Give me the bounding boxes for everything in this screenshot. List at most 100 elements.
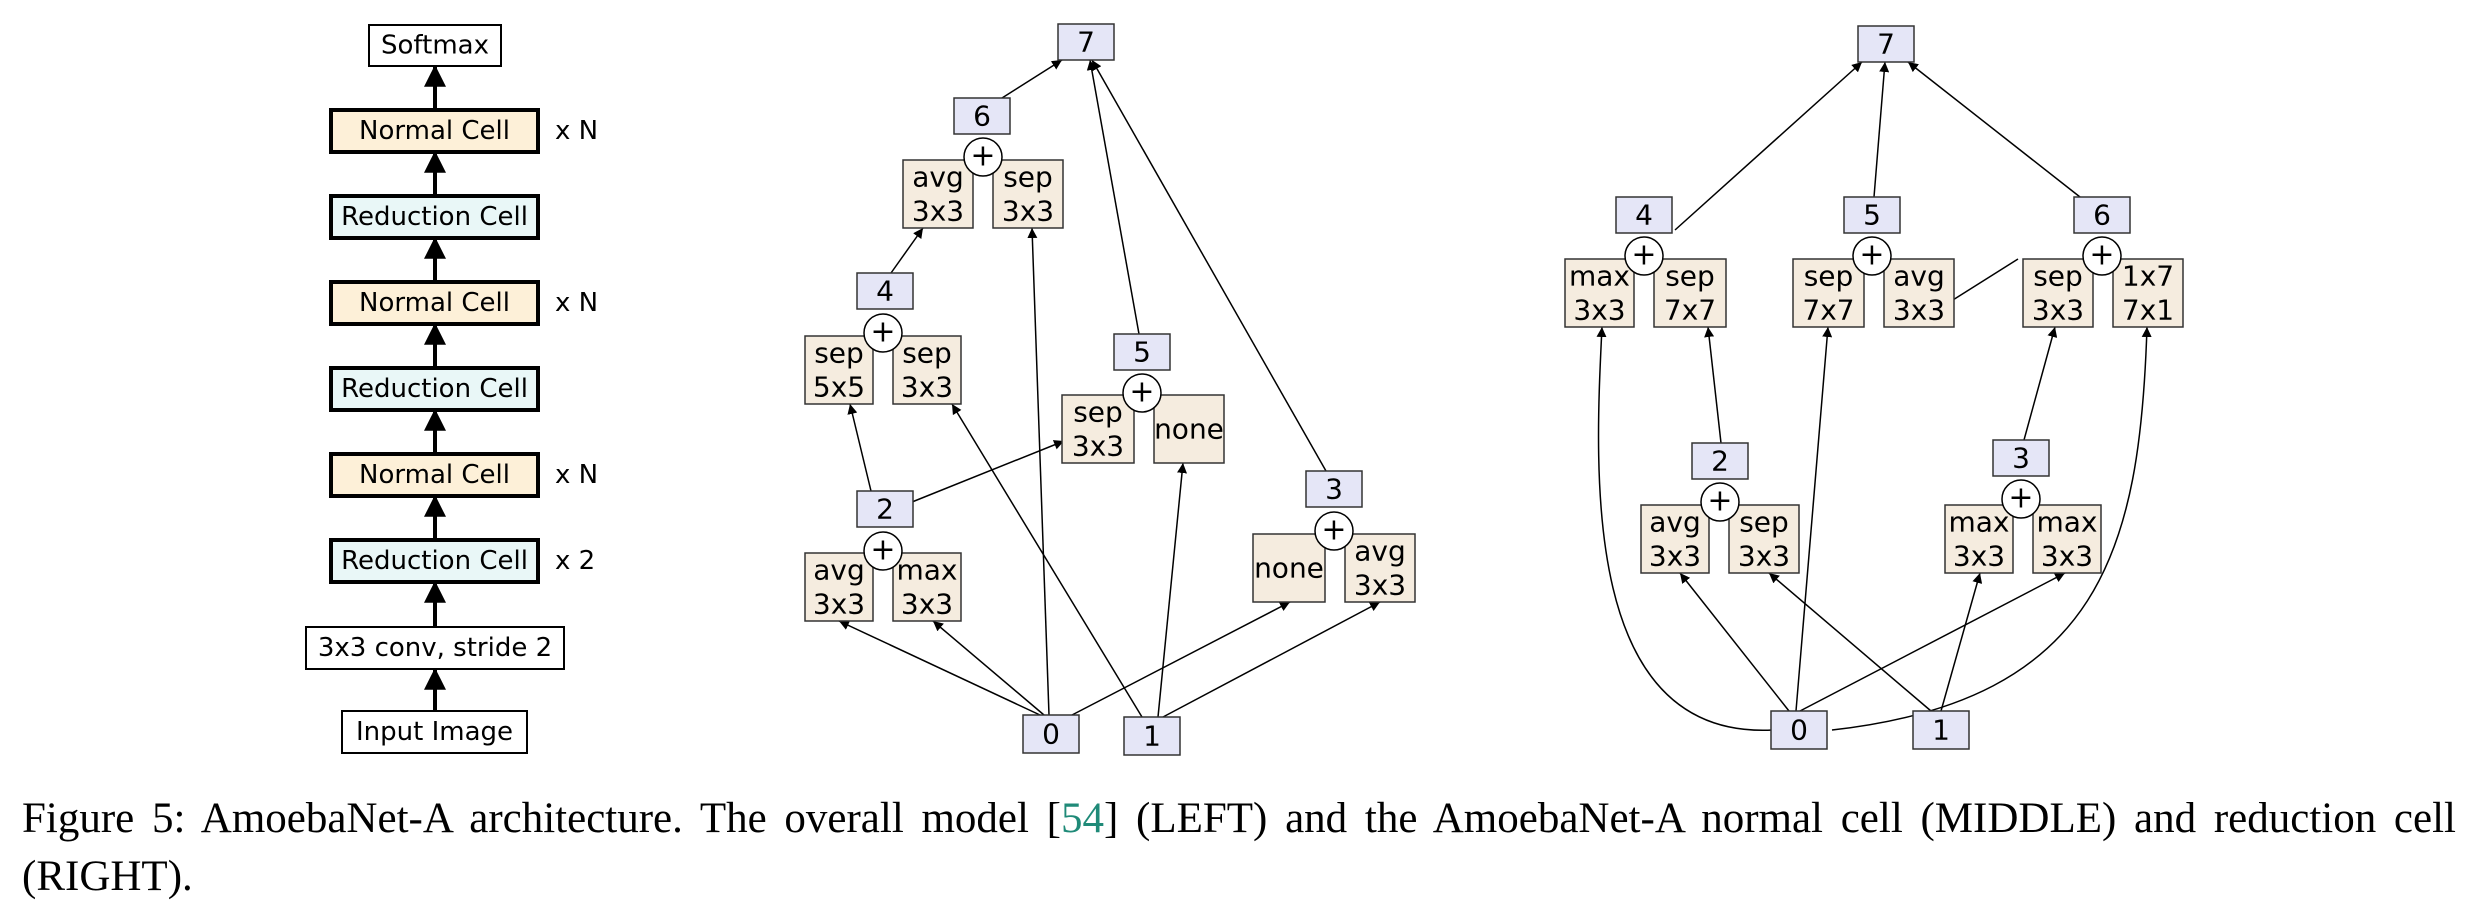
add-node: + [863,313,903,353]
op-label: avg [1354,535,1406,568]
add-symbol: + [870,315,895,350]
add-circle [2082,236,2122,276]
edges [838,59,1381,718]
normal-cell-diagram: avg3x3max3x3noneavg3x3sep5x5sep3x3sep3x3… [804,23,1416,756]
node-label: 0 [1790,714,1808,747]
node-n3: 3 [1305,470,1363,508]
repeat-label: x N [555,460,598,490]
op-box [1728,504,1800,574]
op-label: max [1569,260,1630,293]
add-symbol: + [1129,375,1154,410]
edge-arrow [1831,326,2152,731]
add-circle [1624,236,1664,276]
add-nodes: + + + + + [863,137,1354,571]
node-in0: 0 [1022,714,1080,754]
op-label: 3x3 [901,588,953,621]
op-label: 3x3 [901,371,953,404]
node-box [953,97,1011,135]
block-input: Input Image [341,710,528,754]
node-box [1691,442,1749,480]
op-box [2112,258,2184,328]
node-box [1857,25,1915,63]
op-box [804,552,874,622]
block-normal-2-box [329,280,540,326]
add-nodes: +++++ [1624,236,2122,522]
block-label: Reduction Cell [341,374,528,404]
block-label: Reduction Cell [341,202,528,232]
block-softmax-box [368,24,502,67]
edge-arrow [2023,326,2058,441]
op-label: sep [1003,161,1053,194]
edge-arrow [1071,601,1291,716]
op-label: avg [1893,260,1945,293]
op-box [2022,258,2094,328]
op-label: 3x3 [1953,540,2005,573]
node-n4: 4 [1615,196,1673,234]
block-reduction-3-box [329,194,540,240]
block-label: Normal Cell [359,288,510,318]
op-box [1640,504,1710,574]
op-label: 7x7 [1664,294,1716,327]
node-n7: 7 [1057,23,1115,61]
node-box [1843,196,1901,234]
op-label: 3x3 [1893,294,1945,327]
node-label: 2 [1711,445,1729,478]
op-label: 3x3 [1738,540,1790,573]
block-normal-1-box [329,452,540,498]
op-label: sep [902,337,952,370]
edge-arrow [1086,59,1140,335]
add-circle [1122,373,1162,413]
add-symbol: + [870,533,895,568]
repeat-label: x N [555,116,598,146]
node-label: 6 [973,100,991,133]
add-circle [1700,482,1740,522]
op-label: sep [1073,396,1123,429]
op-box [1944,504,2014,574]
node-box [856,272,914,310]
node-n6: 6 [2073,196,2131,234]
block-label: 3x3 conv, stride 2 [318,633,552,663]
add-node: + [1852,236,1892,276]
op-label: avg [1649,506,1701,539]
op-box [992,159,1064,229]
op-box [892,552,962,622]
node-box [1992,439,2050,477]
citation-link[interactable]: 54 [1060,795,1104,842]
op-box [1564,258,1635,328]
op-box [2032,504,2102,574]
add-node: + [1122,373,1162,413]
add-node: + [1314,511,1354,551]
block-reduction-3: Reduction Cell [329,194,540,240]
add-symbol: + [970,139,995,174]
edge-arrow [1799,572,2066,712]
edge-arrow [847,403,872,492]
add-node: + [863,531,903,571]
op-label: max [896,554,957,587]
block-reduction-2-box [329,366,540,412]
node-n7: 7 [1857,25,1915,63]
add-circle [863,313,903,353]
op-label: sep [1739,506,1789,539]
op-label: max [1948,506,2009,539]
node-label: 7 [1877,28,1895,61]
block-label: Reduction Cell [341,546,528,576]
op-box [1883,258,1955,328]
op-label: 3x3 [813,588,865,621]
block-conv-box [305,626,565,670]
op-label: sep [2033,260,2083,293]
block-softmax: Softmax [368,24,502,67]
